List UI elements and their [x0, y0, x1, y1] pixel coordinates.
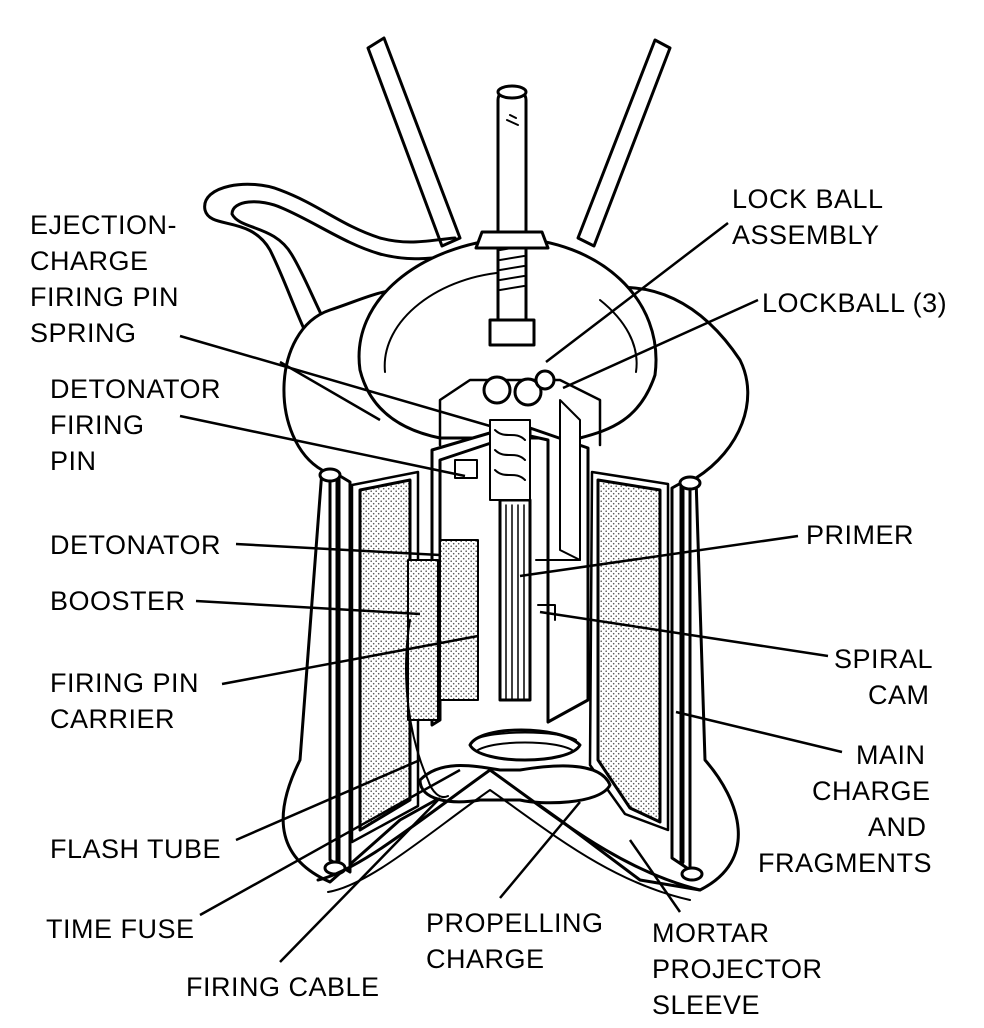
leader-lockball — [562, 298, 759, 390]
leader-time-fuse — [199, 768, 461, 917]
leader-primer — [519, 534, 799, 578]
inner-core — [407, 369, 602, 727]
main-charge-left — [358, 478, 412, 832]
leader-main-charge — [675, 710, 843, 754]
main-charge-right — [596, 478, 662, 824]
leader-lines — [179, 222, 843, 963]
label-mortar-projector-sleeve: MORTAR PROJECTOR SLEEVE — [652, 918, 831, 1020]
label-flash-tube: FLASH TUBE — [50, 834, 221, 864]
leader-spiral-cam — [539, 610, 829, 658]
handle-loop — [203, 182, 457, 380]
central-rod — [474, 84, 550, 347]
leader-ejection-spring — [179, 334, 491, 428]
label-lockball: LOCKBALL (3) — [762, 288, 947, 318]
mine-illustration — [203, 36, 750, 901]
label-primer: PRIMER — [806, 520, 914, 550]
firing-cable-wire — [405, 619, 449, 798]
base-assembly — [316, 728, 702, 901]
label-propelling-charge: PROPELLING CHARGE — [426, 908, 612, 974]
label-spiral-cam: SPIRAL CAM — [834, 644, 940, 710]
tripwire-prongs — [366, 36, 672, 248]
leader-ejection-spring-2 — [279, 360, 381, 422]
leader-lock-ball-assembly — [545, 222, 729, 363]
shell-walls — [318, 467, 704, 882]
label-detonator: DETONATOR — [50, 530, 221, 560]
leader-booster — [195, 599, 421, 616]
label-ejection-spring: EJECTION- CHARGE FIRING PIN SPRING — [30, 210, 187, 348]
leader-firing-pin-carrier — [221, 634, 479, 686]
leader-detonator — [235, 542, 441, 557]
label-booster: BOOSTER — [50, 586, 186, 616]
leader-flash-tube — [235, 758, 421, 842]
leader-mortar-sleeve — [628, 839, 682, 913]
labels: EJECTION- CHARGE FIRING PIN SPRING DETON… — [30, 184, 947, 1020]
leader-firing-cable — [279, 797, 441, 963]
label-firing-cable: FIRING CABLE — [186, 972, 380, 1002]
label-detonator-firing-pin: DETONATOR FIRING PIN — [50, 374, 229, 476]
leader-propelling-charge — [499, 801, 581, 899]
label-main-charge-fragments: MAIN CHARGE AND FRAGMENTS — [758, 740, 939, 878]
leader-detonator-firing-pin — [179, 414, 466, 478]
label-lock-ball-assembly: LOCK BALL ASSEMBLY — [732, 184, 891, 250]
label-firing-pin-carrier: FIRING PIN CARRIER — [50, 668, 207, 734]
label-time-fuse: TIME FUSE — [46, 914, 195, 944]
